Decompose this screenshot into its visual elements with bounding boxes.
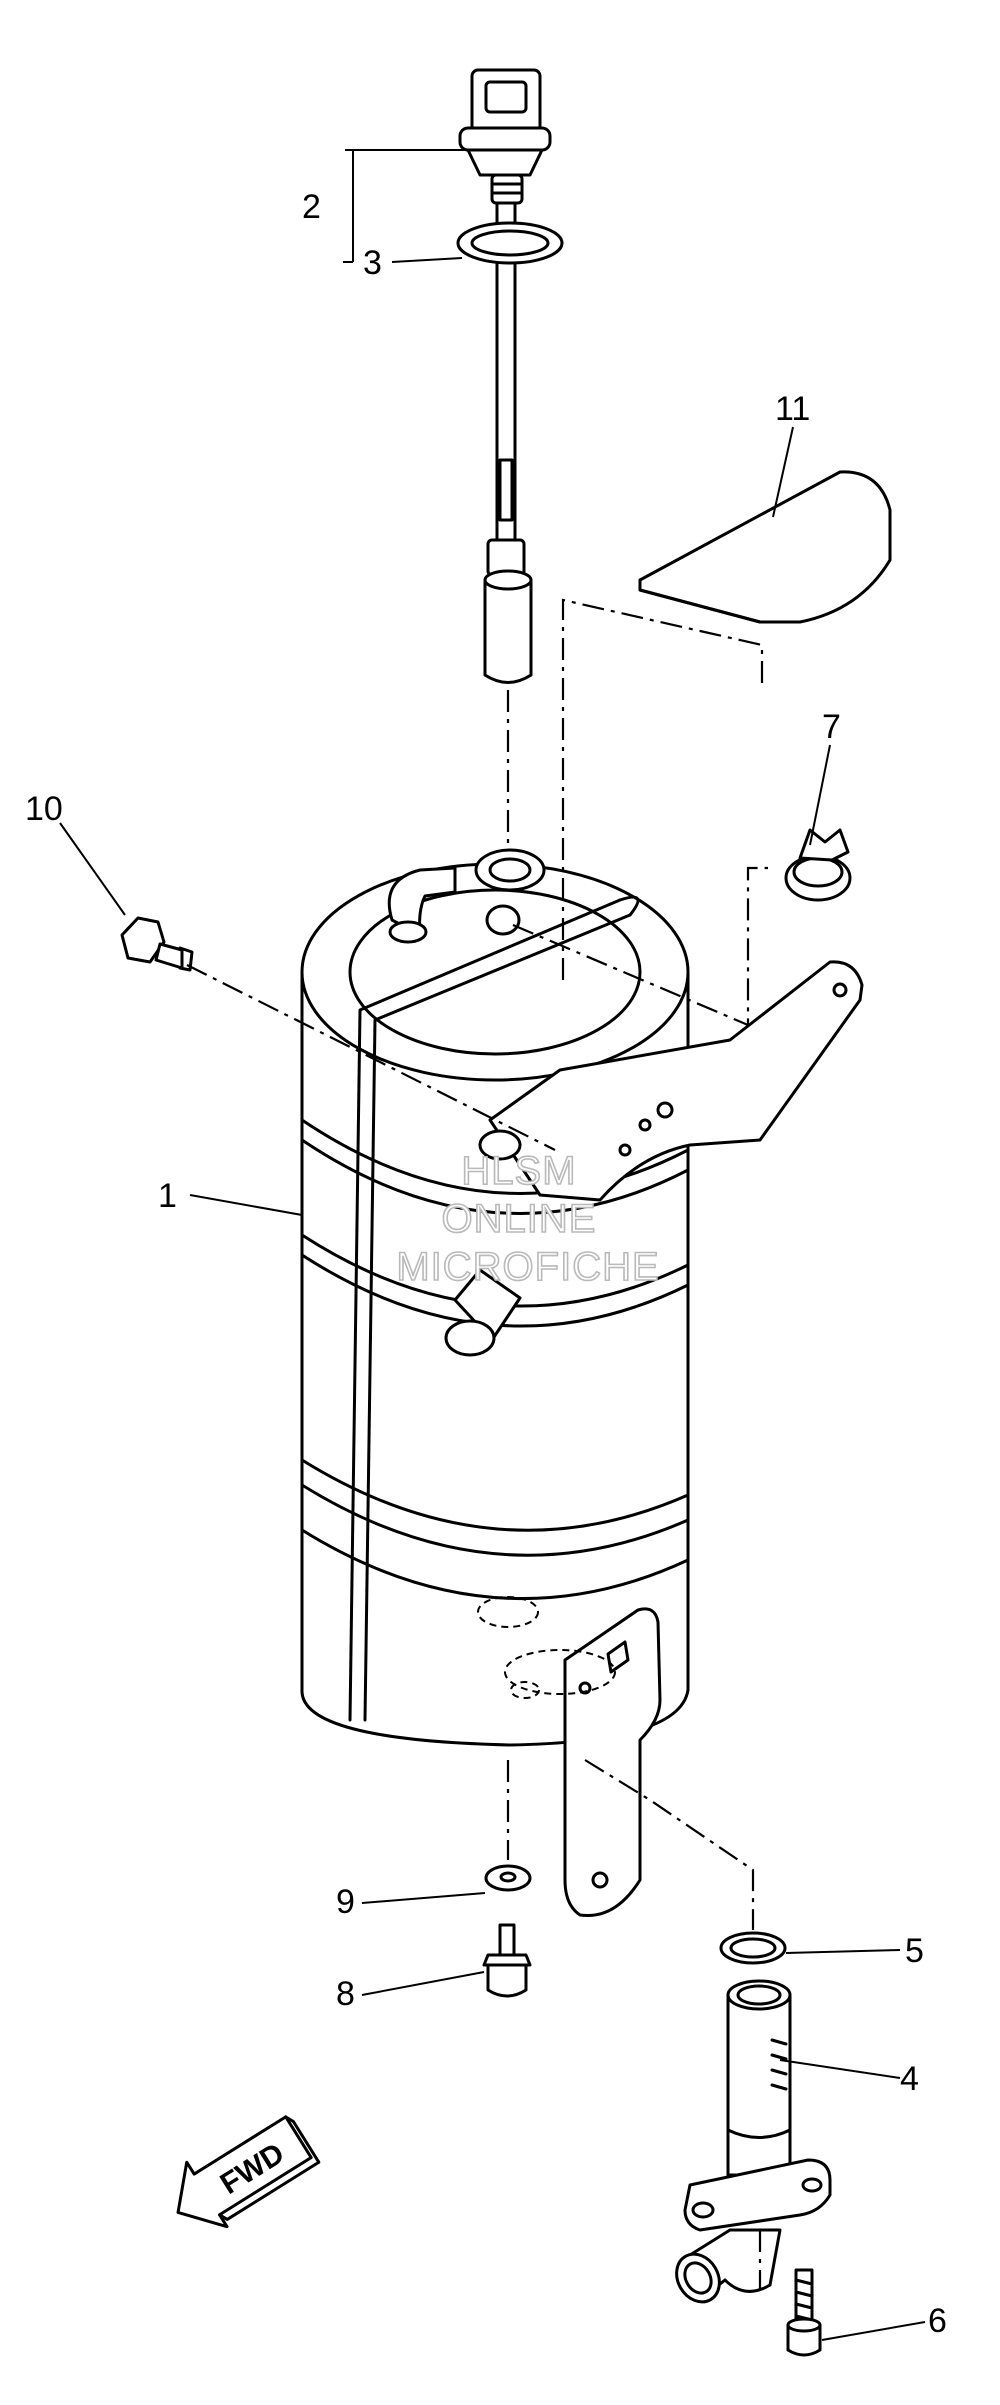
watermark: HLSM ONLINE MICROFICHE [396, 1148, 660, 1290]
callout-3: 3 [363, 244, 382, 282]
canister-body[interactable] [300, 848, 690, 1747]
callout-6: 6 [928, 2302, 947, 2340]
assembly-lines [186, 598, 768, 2290]
callout-4: 4 [900, 2060, 919, 2098]
forward-direction-arrow: FWD [176, 2115, 321, 2229]
callout-10: 10 [25, 790, 63, 828]
fitting-pipe[interactable] [668, 1979, 832, 2310]
screw[interactable] [786, 2268, 822, 2357]
callout-labels: 1 2 3 4 5 6 7 8 9 10 11 [25, 188, 947, 2340]
watermark-line1: HLSM [461, 1149, 576, 1193]
callout-1: 1 [158, 1177, 177, 1215]
callout-11: 11 [775, 390, 810, 428]
washer[interactable] [484, 1864, 532, 1892]
sensor-probe[interactable] [458, 68, 552, 684]
callout-7: 7 [822, 708, 841, 746]
watermark-line3: MICROFICHE [396, 1245, 659, 1289]
callout-8: 8 [336, 1975, 355, 2013]
callout-5: 5 [905, 1932, 924, 1970]
o-ring-upper[interactable] [456, 221, 564, 265]
lower-bracket[interactable] [563, 1607, 662, 1918]
watermark-line2: ONLINE [442, 1197, 597, 1241]
hose-clamp[interactable] [784, 828, 852, 902]
bolt-left[interactable] [120, 916, 194, 972]
cover-plate[interactable] [638, 470, 892, 624]
o-ring-lower[interactable] [719, 1931, 787, 1965]
callout-2: 2 [302, 188, 321, 226]
callout-9: 9 [336, 1883, 355, 1921]
leader-lines [59, 149, 926, 2341]
bolt-lower[interactable] [482, 1923, 532, 1998]
upper-bracket[interactable] [478, 960, 864, 1202]
